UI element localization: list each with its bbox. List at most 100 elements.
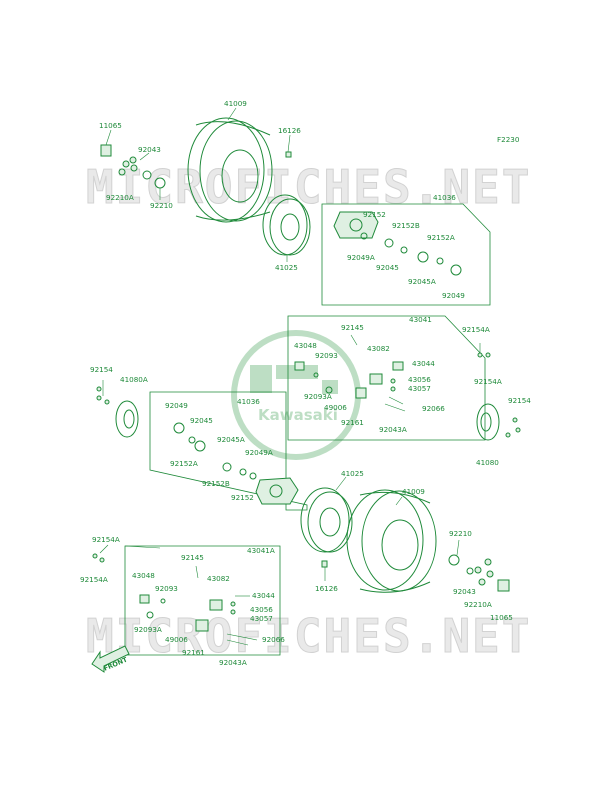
label-41025: 41025	[275, 263, 298, 272]
cap-11065-top	[100, 144, 112, 157]
label-92210A: 92210A	[106, 193, 134, 202]
label-92045: 92045	[376, 263, 399, 272]
label-43048-bot: 43048	[132, 571, 155, 580]
label-11065-bot: 11065	[490, 613, 513, 622]
collar-92152A-top	[436, 257, 444, 265]
nut-top-2	[122, 160, 130, 168]
label-92049A-mid: 92049A	[245, 448, 273, 457]
label-92152: 92152	[363, 210, 386, 219]
label-92043A: 92043A	[379, 425, 407, 434]
label-43041A: 43041A	[247, 546, 275, 555]
logo-text: Kawasaki	[258, 406, 338, 424]
bolt-43057-bot	[230, 609, 236, 615]
label-92093A: 92093A	[304, 392, 332, 401]
label-41025-bot: 41025	[341, 469, 364, 478]
label-43056: 43056	[408, 375, 431, 384]
nut-bot-4	[478, 578, 486, 586]
label-16126-bot: 16126	[315, 584, 338, 593]
pin-92093A-bot	[146, 611, 154, 619]
label-92152B: 92152B	[392, 221, 420, 230]
label-92093: 92093	[315, 351, 338, 360]
label-43044: 43044	[412, 359, 435, 368]
bolt-92154A-bot-2	[99, 557, 105, 563]
tire-top	[187, 117, 273, 223]
label-92210: 92210	[150, 201, 173, 210]
nut-top-3	[130, 164, 138, 172]
label-92154A-l1: 92154A	[92, 535, 120, 544]
valve-16126-bot	[321, 560, 328, 568]
rim-bottom	[300, 487, 353, 553]
label-43057-bot: 43057	[250, 614, 273, 623]
seal-92049-top	[450, 264, 462, 276]
label-92152A-mid: 92152A	[170, 459, 198, 468]
label-92049A: 92049A	[347, 253, 375, 262]
bolt-43057-mid	[390, 386, 396, 392]
label-41080: 41080	[476, 458, 499, 467]
label-43048: 43048	[294, 341, 317, 350]
bolt-92154A-mid-1	[477, 352, 483, 358]
bolt-92154-left-2	[96, 395, 102, 401]
label-43082-bot: 43082	[207, 574, 230, 583]
caliper-43082-mid	[369, 373, 383, 385]
label-92152-mid: 92152	[231, 493, 254, 502]
nut-top-1	[129, 156, 137, 164]
watermark-bottom: MICROFICHES.NET	[86, 609, 531, 663]
label-43056-bot: 43056	[250, 605, 273, 614]
nut-bot-2	[474, 566, 482, 574]
label-41009-bot: 41009	[402, 487, 425, 496]
holder-49006-mid	[355, 387, 367, 399]
cap-11065-bot	[497, 579, 510, 592]
pad-43044-bot	[209, 599, 223, 611]
washer-92210-top	[142, 170, 152, 180]
label-92154A-r1: 92154A	[462, 325, 490, 334]
nut-bot-1	[484, 558, 492, 566]
pin-92093-mid	[313, 372, 319, 378]
washer-92045-top	[384, 238, 394, 248]
label-92145: 92145	[341, 323, 364, 332]
washer-92049A-mid	[249, 472, 257, 480]
brake-disc-41080A	[115, 400, 139, 438]
label-49006: 49006	[324, 403, 347, 412]
hub-box-top	[321, 203, 491, 306]
label-92145-bot: 92145	[181, 553, 204, 562]
label-43041: 43041	[409, 315, 432, 324]
caliper-43082-bot	[195, 619, 209, 632]
bearing-92045A-mid	[222, 462, 232, 472]
nut-top-4	[118, 168, 126, 176]
label-92154A-r2: 92154A	[474, 377, 502, 386]
ring-92210-bot	[448, 554, 460, 566]
hub-box-mid	[287, 315, 486, 441]
label-43082: 43082	[367, 344, 390, 353]
label-92154-left: 92154	[90, 365, 113, 374]
label-92043: 92043	[138, 145, 161, 154]
rim-top	[262, 194, 311, 256]
label-16126: 16126	[278, 126, 301, 135]
label-92043-bot: 92043	[453, 587, 476, 596]
hub-top	[333, 211, 379, 239]
collar-92152B-mid	[239, 468, 247, 476]
label-92154-right: 92154	[508, 396, 531, 405]
label-41036-mid: 41036	[237, 397, 260, 406]
bolt-92154-right-2	[515, 427, 521, 433]
collar-92152B-top	[400, 246, 408, 254]
label-92152B-mid: 92152B	[202, 479, 230, 488]
bolt-43056-bot	[230, 601, 236, 607]
bolt-92154-right-1	[512, 417, 518, 423]
label-92045A: 92045A	[408, 277, 436, 286]
label-92210-bot: 92210	[449, 529, 472, 538]
label-92045A-mid: 92045A	[217, 435, 245, 444]
label-92093-bot: 92093	[155, 584, 178, 593]
label-41080A: 41080A	[120, 375, 148, 384]
label-11065: 11065	[99, 121, 122, 130]
pin-92093A-mid	[325, 386, 333, 394]
diagram-id: F2230	[497, 135, 520, 144]
bolt-92154-right-3	[505, 432, 511, 438]
label-41036: 41036	[433, 193, 456, 202]
bolt-92154A-mid-2	[485, 352, 491, 358]
brake-disc-41080	[476, 403, 500, 441]
label-43044-bot: 43044	[252, 591, 275, 600]
label-92066-bot: 92066	[262, 635, 285, 644]
valve-16126-top	[285, 151, 292, 158]
cap-43048-mid	[294, 361, 305, 371]
